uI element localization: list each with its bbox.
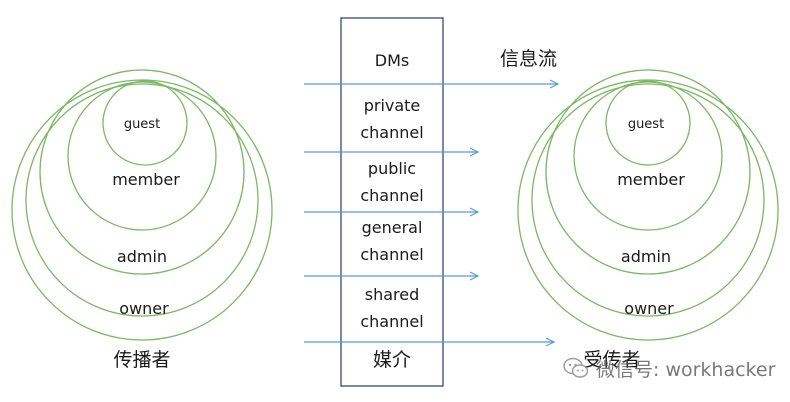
receiver-group: guest member admin owner 受传者 [517, 69, 779, 371]
channel-dms-label: DMs [375, 51, 409, 70]
sender-ring-guest [102, 80, 188, 166]
media-box: DMs private channel public channel gener… [340, 17, 444, 387]
receiver-member-label: member [617, 170, 685, 189]
watermark-text: 微信号: workhacker [596, 358, 776, 381]
channel-public-line2: channel [360, 186, 423, 205]
arrow-general-channel [304, 271, 480, 281]
sender-ring-member [39, 69, 245, 275]
arrow-private-channel [304, 147, 480, 157]
receiver-ring-member [545, 69, 751, 275]
sender-guest-label: guest [124, 117, 160, 132]
arrow-shared-channel [304, 337, 556, 347]
arrows-group [304, 79, 560, 347]
arrow-dms [304, 79, 560, 89]
channel-private-line1: private [364, 96, 421, 115]
channel-shared-line2: channel [360, 312, 423, 331]
channel-private-line2: channel [360, 123, 423, 142]
sender-title: 传播者 [113, 349, 170, 371]
sender-ring-admin [25, 83, 259, 317]
sender-group: guest member admin owner 传播者 [11, 69, 273, 371]
receiver-ring-inner [573, 81, 723, 231]
receiver-owner-label: owner [624, 299, 674, 318]
channel-shared-line1: shared [365, 285, 420, 304]
sender-owner-label: owner [119, 299, 169, 318]
wechat-icon [563, 357, 589, 378]
media-box-outline [340, 17, 444, 387]
receiver-ring-owner [517, 79, 779, 341]
receiver-title: 受传者 [583, 349, 640, 371]
channel-public-line1: public [368, 159, 416, 178]
receiver-admin-label: admin [621, 247, 671, 266]
sender-ring-inner [67, 81, 217, 231]
watermark: 微信号: workhacker [562, 352, 775, 384]
media-title: 媒介 [373, 349, 411, 371]
receiver-ring-guest [605, 80, 691, 166]
sender-admin-label: admin [117, 247, 167, 266]
arrow-public-channel [304, 207, 480, 217]
flow-label: 信息流 [500, 48, 557, 70]
sender-member-label: member [112, 170, 180, 189]
receiver-guest-label: guest [628, 117, 664, 132]
receiver-ring-admin [531, 83, 765, 317]
channel-general-line2: channel [360, 245, 423, 264]
sender-ring-owner [11, 79, 273, 341]
channel-general-line1: general [362, 218, 423, 237]
